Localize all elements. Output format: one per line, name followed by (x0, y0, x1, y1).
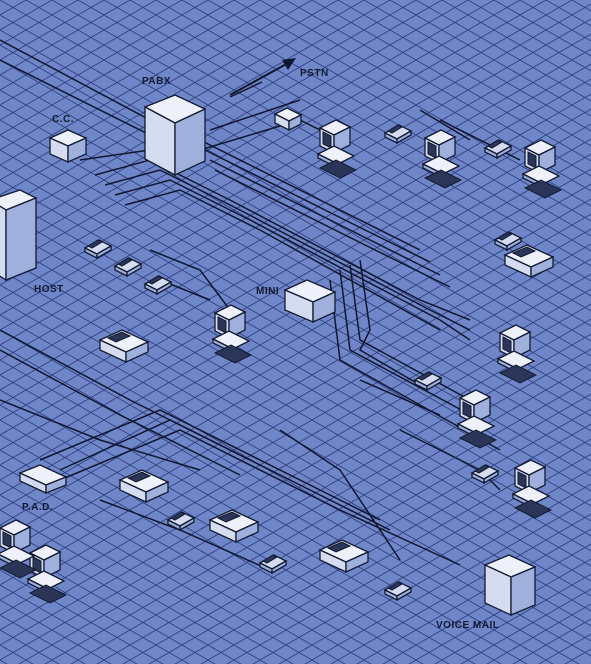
pabx-cabinet (145, 95, 205, 175)
host-cabinet (0, 190, 36, 280)
mini-label: MINI (256, 286, 279, 297)
voice-mail-label: VOICE MAIL (436, 620, 499, 631)
pabx-label: PABX (142, 76, 171, 87)
cc-label: C.C. (52, 114, 74, 125)
pad-label: P.A.D. (22, 502, 53, 513)
host-label: HOST (34, 284, 64, 295)
pstn-label: PSTN (300, 68, 329, 79)
voice-mail-unit (485, 555, 535, 615)
